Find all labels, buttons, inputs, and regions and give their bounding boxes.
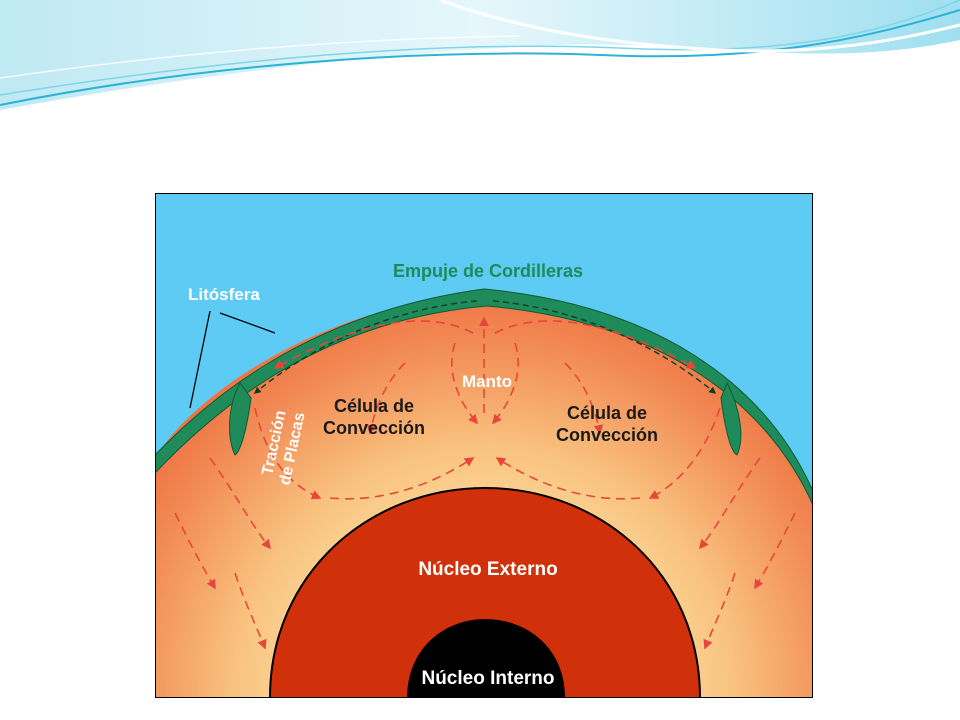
label-celula-left-line1: Célula de — [334, 396, 414, 416]
label-manto: Manto — [462, 372, 512, 391]
inner-core — [407, 619, 565, 698]
label-nucleo-interno: Núcleo Interno — [421, 668, 554, 689]
label-empuje-de-cordilleras: Empuje de Cordilleras — [393, 261, 583, 281]
label-nucleo-externo: Núcleo Externo — [418, 559, 557, 580]
outer-core — [268, 486, 702, 698]
label-litosfera: Litósfera — [188, 285, 260, 304]
decorative-banner — [0, 0, 960, 110]
label-celula-right-line1: Célula de — [567, 403, 647, 423]
earth-convection-diagram: Empuje de Cordilleras Litósfera Manto Cé… — [155, 193, 813, 698]
label-celula-left-line2: Convección — [323, 418, 425, 438]
subducting-slab-right — [720, 381, 742, 456]
subducting-slab-left — [229, 382, 252, 456]
label-celula-right-line2: Convección — [556, 425, 658, 445]
lithosphere-layer — [155, 288, 813, 506]
convection-arrows — [174, 316, 796, 650]
diagram-frame — [155, 193, 813, 698]
lithosphere-pointer-lines — [189, 310, 276, 409]
